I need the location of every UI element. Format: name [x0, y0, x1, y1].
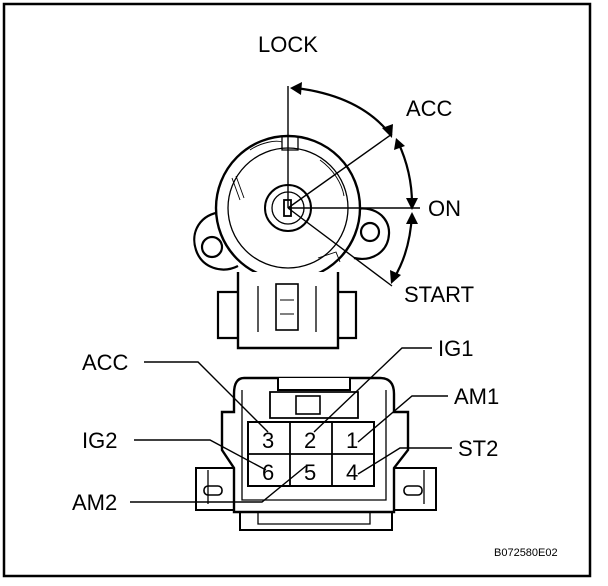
right-flange-slot [403, 485, 423, 496]
right-mount-hole [359, 221, 381, 243]
on-label: ON [428, 196, 461, 221]
housing-detail [281, 137, 299, 151]
arrow-head [394, 138, 405, 150]
left-mount-hole [200, 235, 224, 259]
housing-detail [317, 251, 341, 263]
acc-position-label: ACC [406, 96, 453, 121]
am2-terminal-leader [130, 465, 307, 503]
housing-detail [249, 140, 283, 151]
ig2-terminal-label: IG2 [82, 428, 117, 453]
terminal-leaders [130, 347, 452, 503]
figure-code: B072580E02 [494, 547, 558, 559]
lower-body-slot [275, 283, 299, 331]
arrow-head [382, 124, 393, 138]
am1-terminal-leader [357, 395, 448, 443]
ig1-terminal-leader [313, 347, 432, 433]
st2-terminal-label: ST2 [458, 436, 498, 461]
acc-terminal-label: ACC [82, 350, 129, 375]
pin-2: 2 [304, 428, 316, 453]
left-mounting-ear [193, 210, 239, 271]
connector-lock-tab [277, 378, 351, 391]
pin-5: 5 [304, 460, 316, 485]
connector-latch [295, 395, 321, 415]
acc-terminal-leader [144, 361, 269, 433]
connector-shell-inner [241, 390, 387, 501]
lower-body-detail [280, 299, 294, 315]
lower-body-side-right [338, 290, 358, 340]
pin-4: 4 [346, 460, 358, 485]
lock-label: LOCK [258, 32, 318, 57]
arrow-head [390, 270, 401, 284]
pin-6: 6 [262, 460, 274, 485]
am2-terminal-label: AM2 [72, 490, 117, 515]
right-mounting-ear [351, 207, 391, 260]
arrow-head [406, 198, 418, 210]
connector-bottom-detail [257, 512, 371, 525]
ig1-terminal-label: IG1 [438, 336, 473, 361]
lower-body-detail [257, 286, 317, 332]
flange-detail [207, 470, 425, 504]
am1-terminal-label: AM1 [454, 384, 499, 409]
housing-detail [231, 175, 245, 201]
ig2-terminal-leader [134, 439, 267, 471]
position-indicators [287, 82, 420, 287]
start-position-line [287, 207, 393, 287]
lower-body-side-left [216, 290, 238, 340]
left-flange-slot [203, 485, 223, 496]
housing-detail [319, 159, 345, 197]
st2-terminal-leader [357, 447, 452, 475]
arrow-head [406, 212, 418, 224]
pin-3: 3 [262, 428, 274, 453]
start-label: START [404, 282, 474, 307]
arrow-head [290, 82, 302, 95]
acc-position-line [287, 133, 393, 209]
pin-1: 1 [346, 428, 358, 453]
lock-acc-arc [295, 86, 391, 135]
